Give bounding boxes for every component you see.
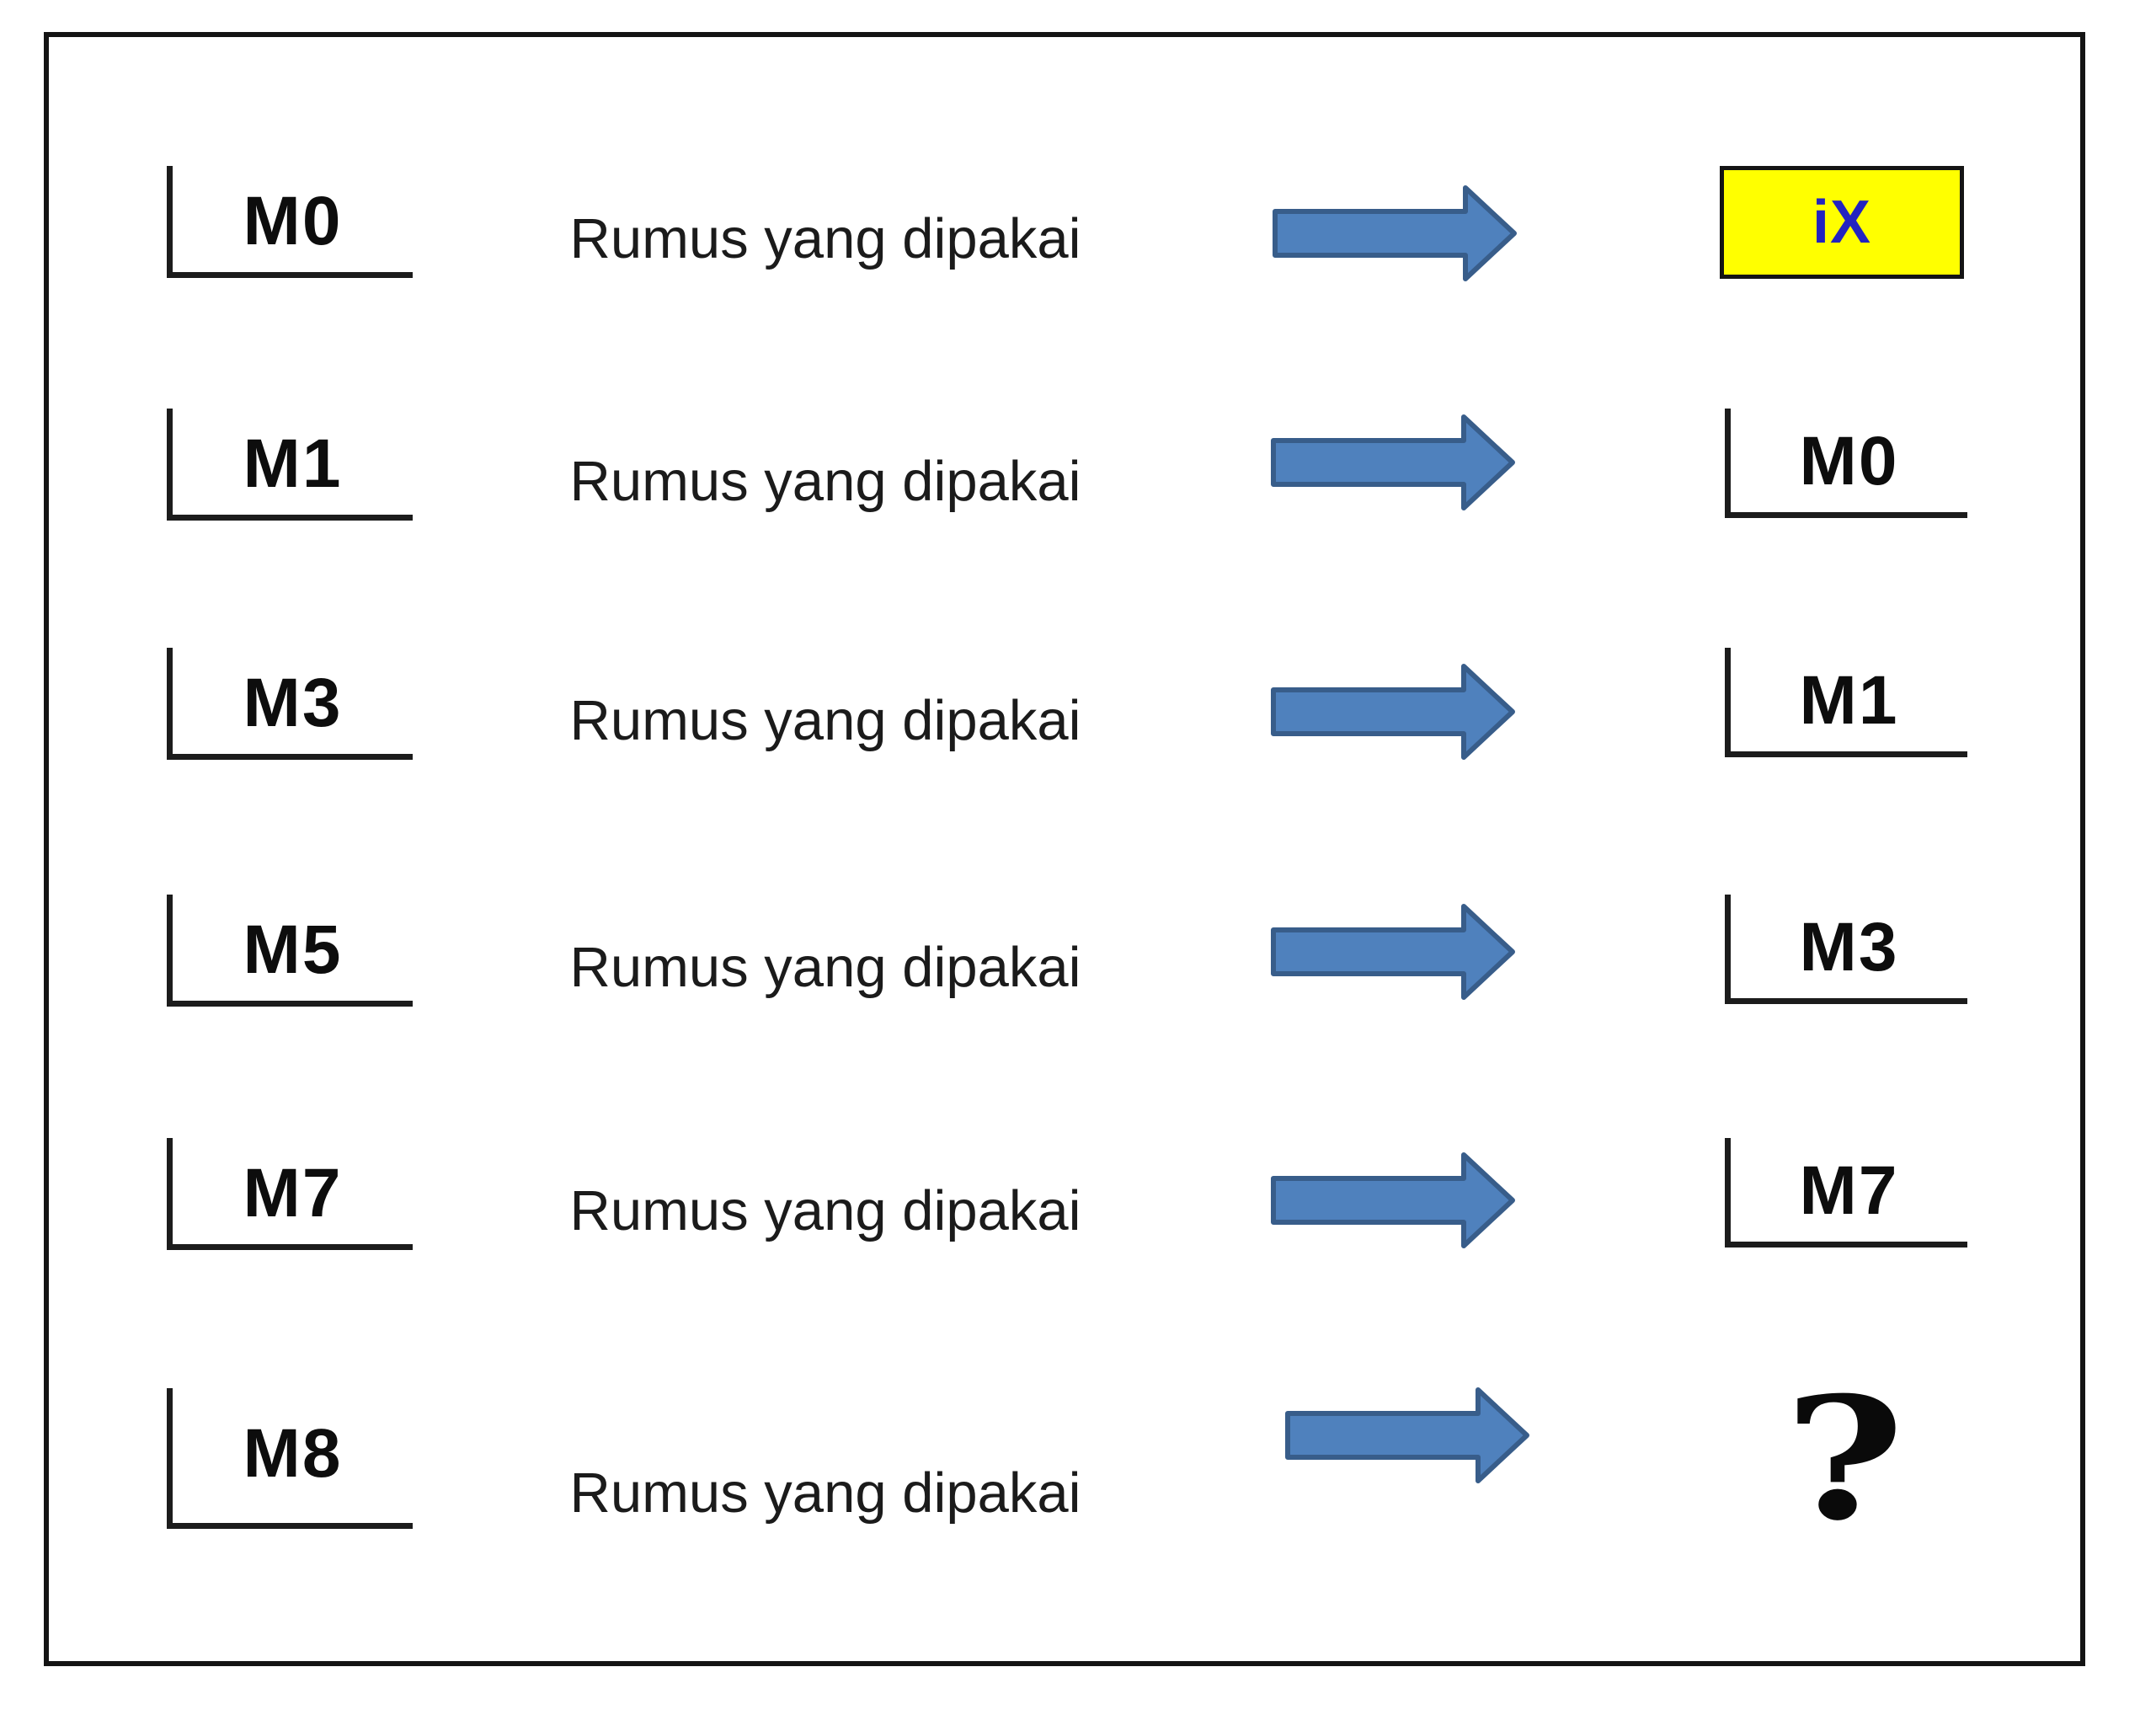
source-axis-bracket: M5: [167, 895, 413, 1007]
mapping-row: M3 Rumus yang dipakai M1: [0, 648, 2156, 804]
source-label: M1: [243, 425, 343, 502]
target-axis-bracket: M1: [1725, 648, 1967, 757]
formula-text: Rumus yang dipakai: [569, 935, 1081, 999]
formula-text: Rumus yang dipakai: [569, 688, 1081, 752]
formula-text: Rumus yang dipakai: [569, 1461, 1081, 1525]
source-axis-bracket: M0: [167, 166, 413, 278]
question-mark: ?: [1784, 1360, 1905, 1558]
target-axis-bracket: M0: [1725, 409, 1967, 518]
source-label: M5: [243, 911, 343, 988]
target-label: M3: [1799, 909, 1899, 986]
source-label: M7: [243, 1155, 343, 1231]
source-label: M8: [243, 1415, 343, 1492]
source-label: M0: [243, 183, 343, 259]
source-label: M3: [243, 665, 343, 741]
target-highlight-box: iX: [1720, 166, 1964, 279]
target-label: M1: [1799, 662, 1899, 739]
mapping-row: M1 Rumus yang dipakai M0: [0, 409, 2156, 564]
formula-text: Rumus yang dipakai: [569, 449, 1081, 513]
source-axis-bracket: M1: [167, 409, 413, 521]
outer-border: [44, 32, 2085, 1666]
arrow-right-icon: [1271, 904, 1515, 1000]
source-axis-bracket: M8: [167, 1388, 413, 1529]
target-label: M7: [1799, 1152, 1899, 1229]
source-axis-bracket: M3: [167, 648, 413, 760]
arrow-right-icon: [1273, 185, 1517, 281]
arrow-right-icon: [1271, 1152, 1515, 1248]
mapping-row: M0 Rumus yang dipakai iX: [0, 166, 2156, 322]
source-axis-bracket: M7: [167, 1138, 413, 1250]
arrow-right-icon: [1285, 1387, 1529, 1483]
arrow-right-icon: [1271, 664, 1515, 760]
mapping-row: M7 Rumus yang dipakai M7: [0, 1138, 2156, 1294]
target-axis-bracket: M7: [1725, 1138, 1967, 1248]
formula-text: Rumus yang dipakai: [569, 1178, 1081, 1242]
formula-text: Rumus yang dipakai: [569, 206, 1081, 270]
mapping-row: M8 Rumus yang dipakai ?: [0, 1360, 2156, 1558]
target-label: iX: [1812, 189, 1872, 256]
arrow-right-icon: [1271, 414, 1515, 510]
target-axis-bracket: M3: [1725, 895, 1967, 1004]
mapping-row: M5 Rumus yang dipakai M3: [0, 895, 2156, 1050]
target-label: M0: [1799, 423, 1899, 500]
